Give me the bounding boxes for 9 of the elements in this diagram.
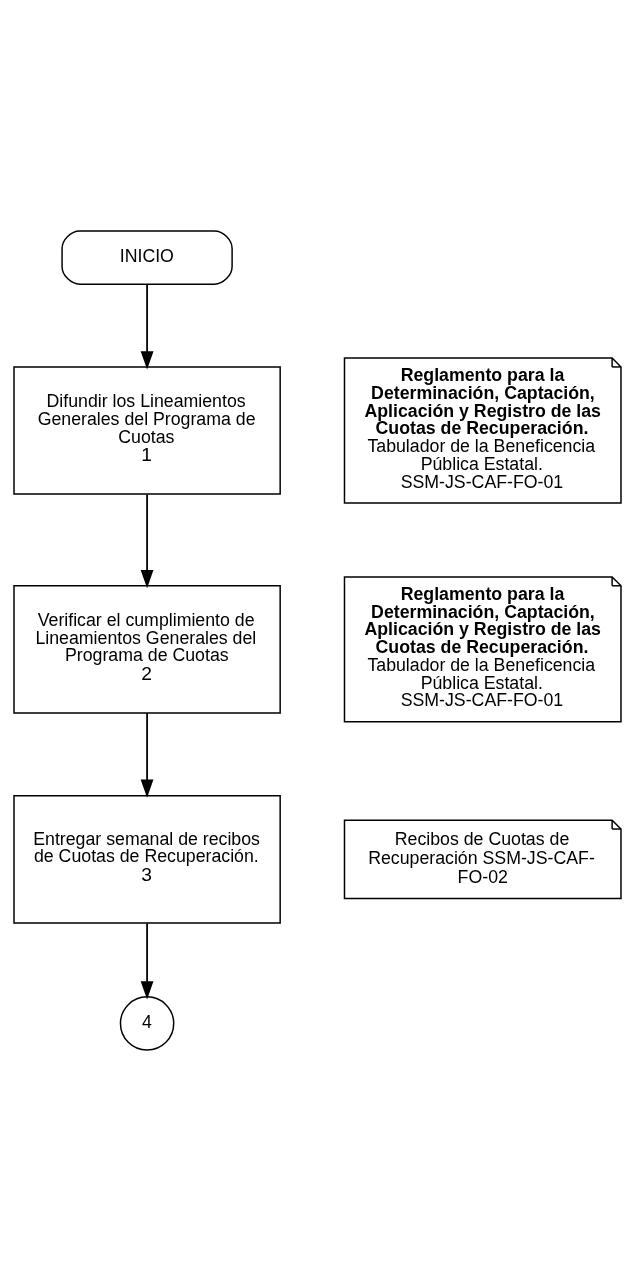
node-box: Entregar semanal de recibos de Cuotas de Recuperación. 3 [13,794,281,924]
arrow [140,283,154,370]
node-circle: 4 [119,995,175,1051]
arrow [140,711,154,798]
arrow [140,493,154,588]
node-box: Difundir los Lineamientos Generales del Programa de Cuotas 1 [13,365,281,495]
node-box: INICIO [61,229,233,285]
node-box: Verificar el cumplimiento de Lineamientos Generales del Programa de Cuotas 2 [13,584,281,714]
arrow [140,921,154,999]
